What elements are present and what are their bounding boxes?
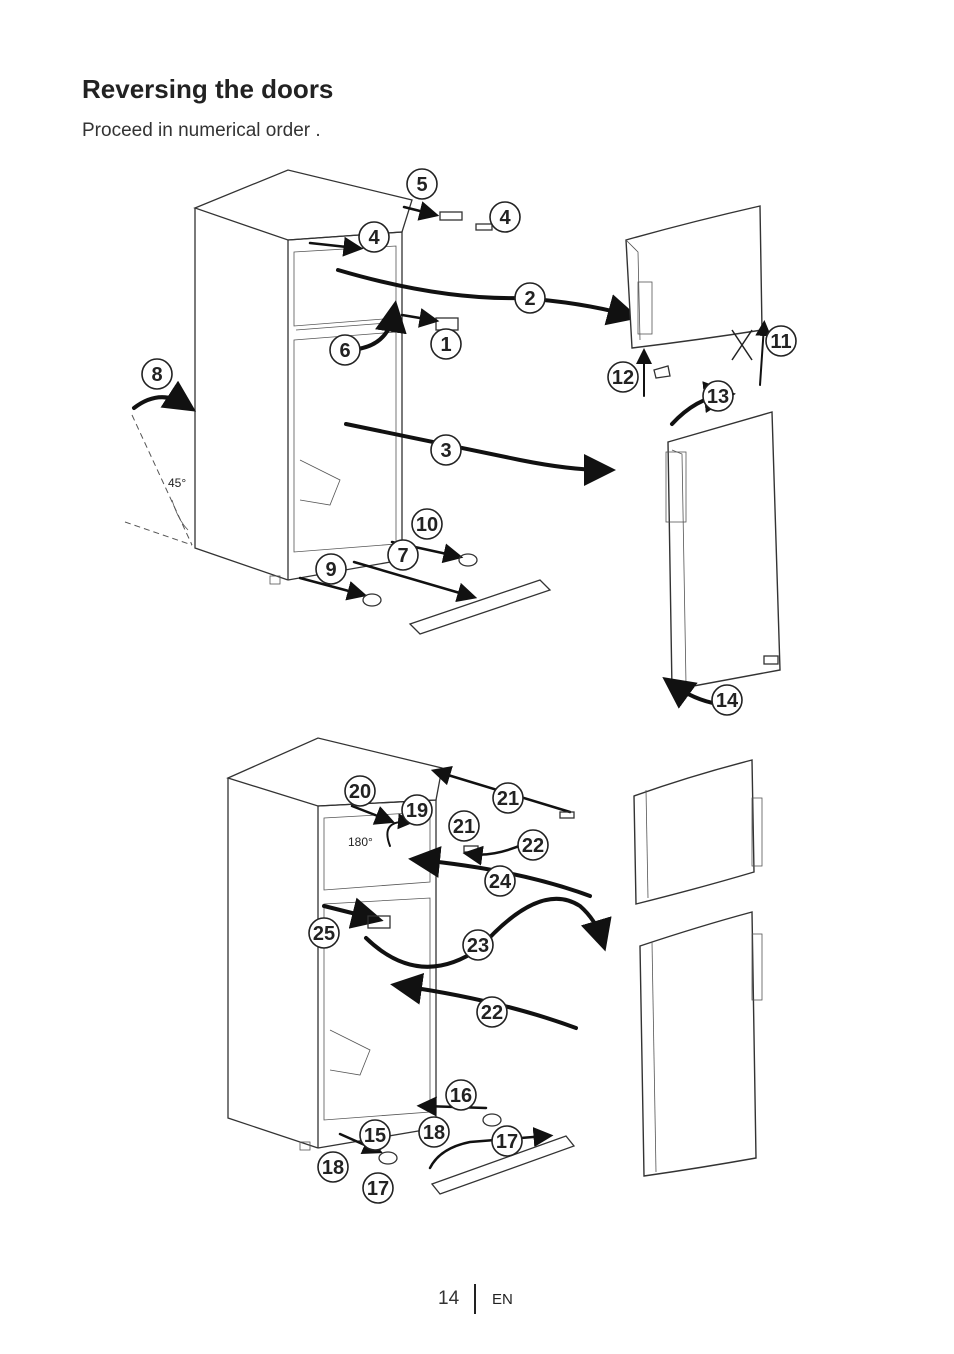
svg-text:15: 15 [364, 1125, 386, 1147]
svg-text:12: 12 [612, 367, 634, 389]
callout-bottom-8: 23 [462, 929, 494, 961]
svg-text:20: 20 [349, 781, 371, 803]
angle-label: 45° [168, 476, 186, 490]
svg-text:21: 21 [453, 816, 475, 838]
callout-top-9: 12 [607, 361, 639, 393]
callout-top-13: 7 [387, 539, 419, 571]
arrow-remove-top-door [336, 268, 640, 326]
callout-bottom-4: 21 [448, 810, 480, 842]
callout-bottom-9: 22 [476, 996, 508, 1028]
svg-text:4: 4 [368, 227, 380, 249]
callout-top-10: 13 [702, 380, 734, 412]
svg-text:3: 3 [440, 440, 451, 462]
callout-top-6: 1 [430, 328, 462, 360]
svg-text:23: 23 [467, 935, 489, 957]
footer-divider [474, 1284, 476, 1314]
callout-bottom-2: 21 [492, 782, 524, 814]
svg-text:16: 16 [450, 1085, 472, 1107]
callout-bottom-12: 18 [418, 1116, 450, 1148]
language-code: EN [492, 1291, 513, 1308]
svg-text:11: 11 [770, 331, 791, 353]
arrow-tilt [132, 380, 197, 412]
svg-text:1: 1 [440, 334, 451, 356]
callout-top-14: 9 [315, 553, 347, 585]
svg-text:4: 4 [499, 207, 511, 229]
svg-text:17: 17 [367, 1178, 389, 1200]
top-freezer-door [625, 205, 763, 349]
svg-text:6: 6 [339, 340, 350, 362]
page-number: 14 [438, 1288, 460, 1309]
callout-bottom-14: 18 [317, 1151, 349, 1183]
callout-bottom-6: 24 [484, 865, 516, 897]
callout-bottom-3: 19 [401, 794, 433, 826]
svg-text:2: 2 [524, 288, 535, 310]
arrow-step-23 [364, 896, 612, 969]
bottom-fridge-door [639, 911, 763, 1177]
svg-text:8: 8 [151, 364, 162, 386]
svg-text:14: 14 [716, 690, 739, 712]
callout-bottom-1: 20 [344, 775, 376, 807]
callout-top-2: 4 [489, 201, 521, 233]
callout-top-1: 5 [406, 168, 438, 200]
top-hinge-parts [308, 201, 493, 331]
page-title: Reversing the doors [82, 74, 334, 104]
callout-top-15: 14 [711, 684, 743, 716]
bottom-freezer-door [633, 759, 763, 905]
top-bottom-hinge-parts [298, 540, 552, 635]
svg-text:10: 10 [416, 514, 438, 536]
callout-bottom-13: 17 [491, 1125, 523, 1157]
svg-text:21: 21 [497, 788, 519, 810]
top-45-degree-guide: 45° [124, 414, 193, 546]
callout-bottom-7: 25 [308, 917, 340, 949]
svg-text:19: 19 [406, 800, 428, 822]
callout-top-11: 3 [430, 434, 462, 466]
svg-text:18: 18 [322, 1157, 344, 1179]
callout-bottom-15: 17 [362, 1172, 394, 1204]
callout-top-5: 6 [329, 334, 361, 366]
svg-text:13: 13 [707, 386, 729, 408]
svg-text:17: 17 [496, 1131, 518, 1153]
svg-text:24: 24 [489, 871, 512, 893]
rotation-label: 180° [348, 835, 373, 849]
instruction-text: Proceed in numerical order . [82, 120, 321, 141]
svg-text:22: 22 [481, 1002, 503, 1024]
svg-text:25: 25 [313, 923, 335, 945]
arrow-step-14 [662, 676, 720, 709]
callout-top-4: 2 [514, 282, 546, 314]
top-fridge-door [665, 411, 781, 691]
svg-text:9: 9 [325, 559, 336, 581]
arrow-remove-bottom-door [344, 422, 616, 486]
arrow-step-25 [322, 897, 384, 929]
svg-text:18: 18 [423, 1122, 445, 1144]
callout-bottom-11: 15 [359, 1119, 391, 1151]
svg-text:7: 7 [397, 545, 408, 567]
callout-top-12: 10 [411, 508, 443, 540]
svg-text:22: 22 [522, 835, 544, 857]
svg-text:5: 5 [416, 174, 427, 196]
callout-bottom-10: 16 [445, 1079, 477, 1111]
middle-hinge [367, 915, 391, 929]
bottom-hinge-parts [338, 1096, 576, 1195]
callout-top-7: 8 [141, 358, 173, 390]
callout-top-3: 4 [358, 221, 390, 253]
callout-bottom-5: 22 [517, 829, 549, 861]
callout-top-8: 11 [765, 325, 797, 357]
